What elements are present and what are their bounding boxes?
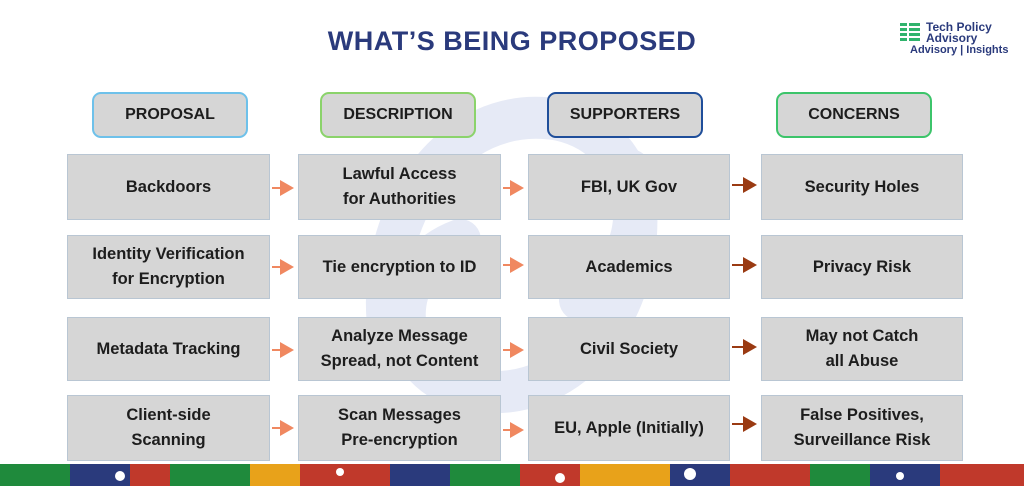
page-title: WHAT’S BEING PROPOSED xyxy=(327,26,697,56)
cell-proposal-row-2: Identity Verification for Encryption xyxy=(67,235,270,299)
cell-description-row-3: Analyze Message Spread, not Content xyxy=(298,317,501,381)
brand-bars-icon xyxy=(900,23,920,41)
column-header-supporters: SUPPORTERS xyxy=(547,92,703,138)
brand-tagline: Advisory | Insights xyxy=(910,44,1009,56)
cell-supporters-row-2: Academics xyxy=(528,235,730,299)
cell-proposal-row-3: Metadata Tracking xyxy=(67,317,270,381)
column-header-description: DESCRIPTION xyxy=(320,92,476,138)
cell-concerns-row-3: May not Catch all Abuse xyxy=(761,317,963,381)
cell-concerns-row-2: Privacy Risk xyxy=(761,235,963,299)
decorative-bottom-strip xyxy=(0,464,1024,486)
cell-proposal-row-1: Backdoors xyxy=(67,154,270,220)
cell-description-row-2: Tie encryption to ID xyxy=(298,235,501,299)
column-header-concerns: CONCERNS xyxy=(776,92,932,138)
brand-name-line1: Tech Policy xyxy=(926,20,992,34)
cell-concerns-row-4: False Positives, Surveillance Risk xyxy=(761,395,963,461)
cell-proposal-row-4: Client-side Scanning xyxy=(67,395,270,461)
cell-supporters-row-1: FBI, UK Gov xyxy=(528,154,730,220)
cell-description-row-4: Scan Messages Pre-encryption xyxy=(298,395,501,461)
column-header-proposal: PROPOSAL xyxy=(92,92,248,138)
brand-name-line2: Advisory xyxy=(926,31,978,45)
cell-supporters-row-4: EU, Apple (Initially) xyxy=(528,395,730,461)
cell-concerns-row-1: Security Holes xyxy=(761,154,963,220)
cell-description-row-1: Lawful Access for Authorities xyxy=(298,154,501,220)
cell-supporters-row-3: Civil Society xyxy=(528,317,730,381)
